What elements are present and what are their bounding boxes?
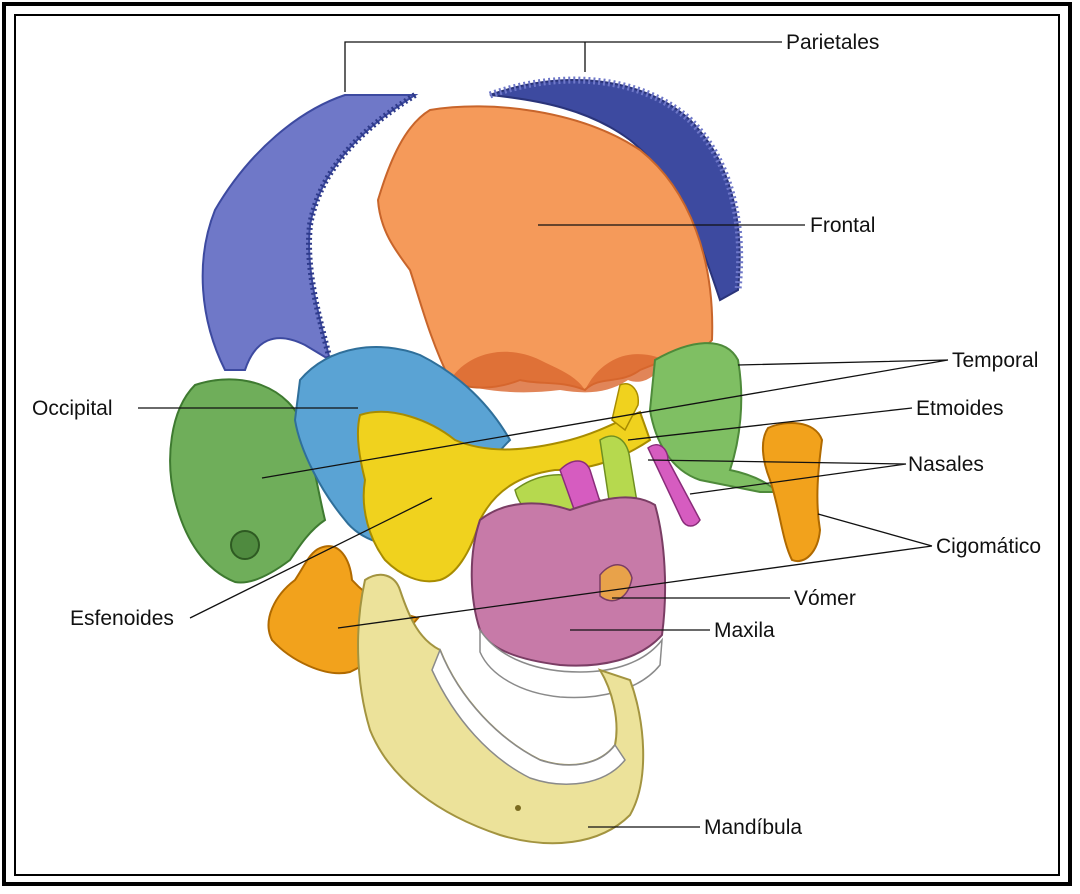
label-maxila: Maxila — [714, 619, 775, 642]
label-cigomatico: Cigomático — [936, 535, 1041, 558]
label-mandibula: Mandíbula — [704, 816, 802, 839]
label-temporal: Temporal — [952, 349, 1038, 372]
label-esfenoides: Esfenoides — [70, 607, 174, 630]
parietal-left-bone — [203, 95, 415, 370]
mental-foramen — [515, 805, 521, 811]
label-vomer: Vómer — [794, 587, 856, 610]
label-frontal: Frontal — [810, 214, 875, 237]
maxilla-bone — [472, 497, 665, 665]
label-etmoides: Etmoides — [916, 397, 1004, 420]
label-occipital: Occipital — [32, 397, 113, 420]
label-parietales: Parietales — [786, 31, 879, 54]
occipital-condyle — [231, 531, 259, 559]
label-nasales: Nasales — [908, 453, 984, 476]
